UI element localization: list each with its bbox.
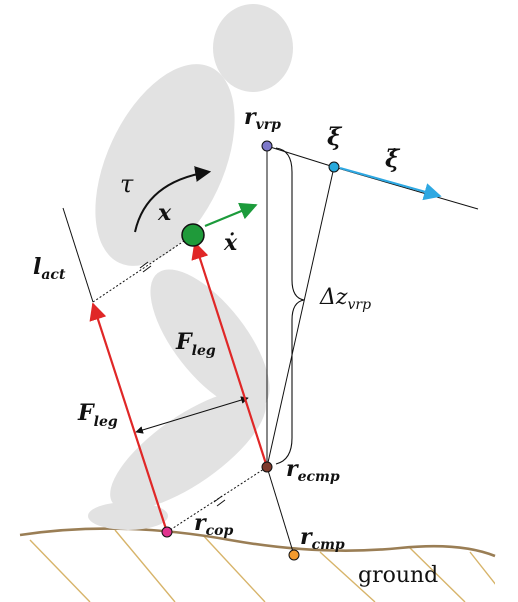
delta-z-brace bbox=[275, 147, 305, 465]
vrp-point bbox=[261, 140, 273, 152]
leg-force-arrow-right bbox=[191, 241, 269, 468]
construction-lines bbox=[62, 145, 479, 556]
label-f-leg-upper: Fleg bbox=[175, 329, 216, 359]
cop-point bbox=[161, 526, 173, 538]
label-x-dot: ẋ bbox=[223, 230, 238, 256]
label-ground: ground bbox=[358, 563, 438, 588]
head-shape bbox=[213, 4, 293, 92]
thigh-shape bbox=[150, 269, 270, 411]
foot-shape bbox=[88, 502, 168, 530]
body-silhouette bbox=[88, 4, 293, 530]
ecmp-point bbox=[261, 461, 273, 473]
label-xi-dot: ξ̇ bbox=[385, 144, 401, 173]
label-tau: τ bbox=[120, 170, 134, 198]
label-r-ecmp: recmp bbox=[286, 456, 340, 485]
label-r-cop: rcop bbox=[194, 510, 233, 539]
com-point bbox=[181, 223, 205, 247]
ground-line bbox=[19, 527, 496, 558]
cmp-point bbox=[288, 549, 300, 561]
label-r-cmp: rcmp bbox=[300, 524, 345, 553]
label-r-vrp: rvrp bbox=[244, 104, 281, 133]
label-delta-z-vrp: Δzvrp bbox=[319, 285, 371, 313]
label-f-leg-lower: Fleg bbox=[77, 400, 118, 430]
label-x: x bbox=[157, 200, 172, 226]
torque-arc bbox=[134, 166, 212, 233]
label-l-act: lact bbox=[33, 254, 66, 283]
xi-dot-arrow bbox=[339, 166, 442, 201]
xi-point bbox=[328, 161, 340, 173]
label-xi: ξ bbox=[327, 122, 343, 151]
ground-hatching bbox=[29, 529, 495, 602]
leg-force-width-arrow bbox=[135, 396, 249, 434]
torso-shape bbox=[95, 64, 235, 266]
leg-force-arrow-left bbox=[89, 302, 169, 533]
com-velocity-arrow bbox=[204, 202, 258, 228]
